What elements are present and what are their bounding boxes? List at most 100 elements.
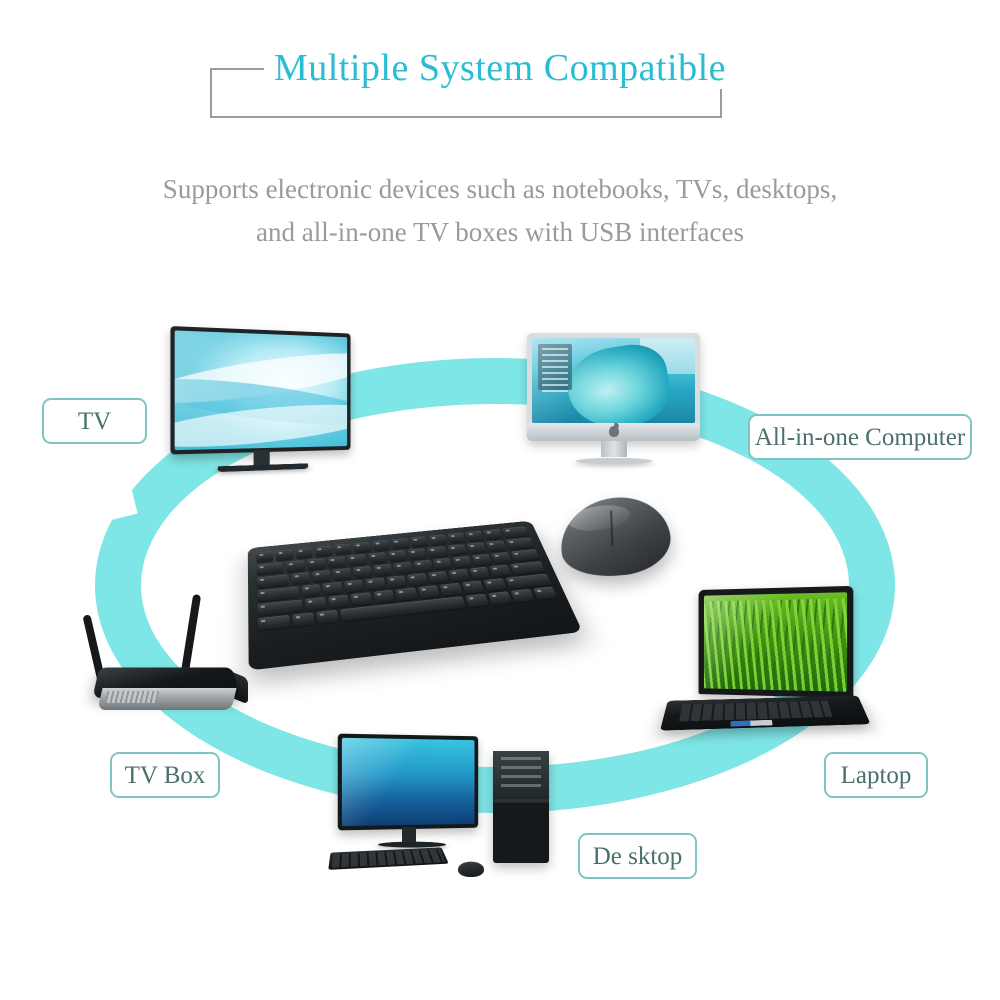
keyboard-key (350, 592, 372, 606)
page-title: Multiple System Compatible (0, 44, 1000, 92)
keyboard-key (312, 570, 331, 583)
aio-screen (532, 338, 695, 423)
desktop-tower (493, 751, 549, 863)
keyboard-key (465, 594, 489, 608)
keyboard-key (348, 554, 367, 566)
keyboard-key (317, 610, 339, 625)
keyboard-key (469, 567, 490, 580)
keyboard-key (276, 549, 293, 561)
keyboard-key (328, 595, 350, 609)
keyboard-key (257, 562, 284, 575)
aio-chin (527, 423, 700, 441)
label-tv: TV (42, 398, 147, 444)
keyboard-key (256, 551, 273, 563)
keyboard-key (467, 542, 487, 554)
keyboard-key (396, 587, 418, 601)
ring-gap-mask (66, 368, 137, 522)
keyboard-key (489, 565, 511, 578)
television-device (170, 326, 350, 484)
keyboard-key (472, 554, 493, 566)
keyboard-key (447, 544, 467, 556)
keyboard-key (447, 532, 466, 543)
apple-logo-icon (609, 426, 619, 437)
screen-glare (342, 738, 475, 826)
keyboard-key (257, 574, 290, 588)
tv-stand-foot (217, 463, 310, 472)
keyboard-key (505, 538, 534, 550)
keyboard-key (386, 575, 407, 588)
keyboard-key (293, 612, 315, 627)
keyboard-key (286, 560, 305, 572)
aio-desktop-widget (538, 344, 572, 390)
desktop-keyboard (328, 847, 449, 869)
keyboard-key (510, 561, 546, 575)
desktop-monitor-bezel (338, 734, 478, 831)
keyboard-key (486, 540, 507, 552)
keyboard-key (258, 615, 290, 631)
subtitle-line-2: and all-in-one TV boxes with USB interfa… (0, 211, 1000, 254)
keyboard-key (327, 556, 346, 568)
page-title-text: Multiple System Compatible (264, 47, 736, 89)
keyboard-key (344, 580, 364, 593)
keyboard-key (440, 583, 463, 596)
tv-bezel (170, 326, 350, 454)
laptop-device (665, 588, 880, 748)
keyboard-key (492, 552, 513, 564)
aio-stand-base (574, 458, 652, 464)
keyboard-key (292, 572, 311, 585)
keyboard-key (413, 560, 433, 572)
tv-box-device (78, 592, 258, 732)
keyboard-key (307, 558, 326, 570)
keyboard-key (502, 526, 529, 538)
keyboard-key (353, 542, 371, 554)
mouse-highlight (567, 502, 631, 534)
keyboard-key (295, 547, 313, 559)
keyboard-key (372, 540, 390, 552)
keyboard-key (484, 529, 503, 540)
aio-stand-neck (601, 441, 627, 457)
keyboard-key (511, 549, 540, 562)
keyboard-key (373, 564, 393, 576)
laptop-keyboard (679, 701, 833, 722)
keyboard-key (353, 566, 372, 579)
mouse-body (555, 491, 675, 584)
keyboard-key (428, 534, 447, 545)
wireless-mouse-device (555, 491, 675, 584)
desktop-computer-device (330, 735, 580, 890)
keyboard-key (465, 531, 484, 542)
keyboard-key (315, 545, 333, 557)
keyboard-key (510, 589, 534, 603)
label-laptop: Laptop (824, 752, 928, 798)
subtitle-line-1: Supports electronic devices such as note… (0, 168, 1000, 211)
keyboard-key (301, 584, 321, 597)
label-all-in-one-computer: All-in-one Computer (748, 414, 972, 460)
keyboard-key (408, 548, 428, 560)
subtitle: Supports electronic devices such as note… (0, 168, 1000, 254)
desktop-mouse (457, 862, 484, 877)
keyboard-key (365, 577, 385, 590)
keyboard-key (433, 558, 453, 570)
keyboard-key (428, 571, 449, 584)
desktop-monitor-neck (402, 827, 416, 843)
keyboard-key (333, 568, 352, 581)
laptop-screen (704, 592, 847, 692)
aio-body (527, 333, 700, 441)
label-tv-box: TV Box (110, 752, 220, 798)
laptop-lid (699, 586, 854, 698)
keyboard-key (449, 569, 470, 582)
keyboard-key (393, 562, 413, 574)
keyboard-key (410, 536, 429, 547)
keyboard-key (407, 573, 428, 586)
keyboard-key (391, 538, 410, 549)
keyboard-key (484, 578, 507, 591)
keyboard-key (418, 585, 440, 598)
label-desktop: De sktop (578, 833, 697, 879)
tv-box-vent (105, 691, 160, 703)
keyboard-key (427, 546, 447, 558)
tv-screen (175, 330, 347, 450)
keyboard-key (388, 550, 408, 562)
keyboard-key (305, 597, 326, 611)
keyboard-key (368, 552, 387, 564)
desktop-monitor-screen (342, 738, 475, 826)
